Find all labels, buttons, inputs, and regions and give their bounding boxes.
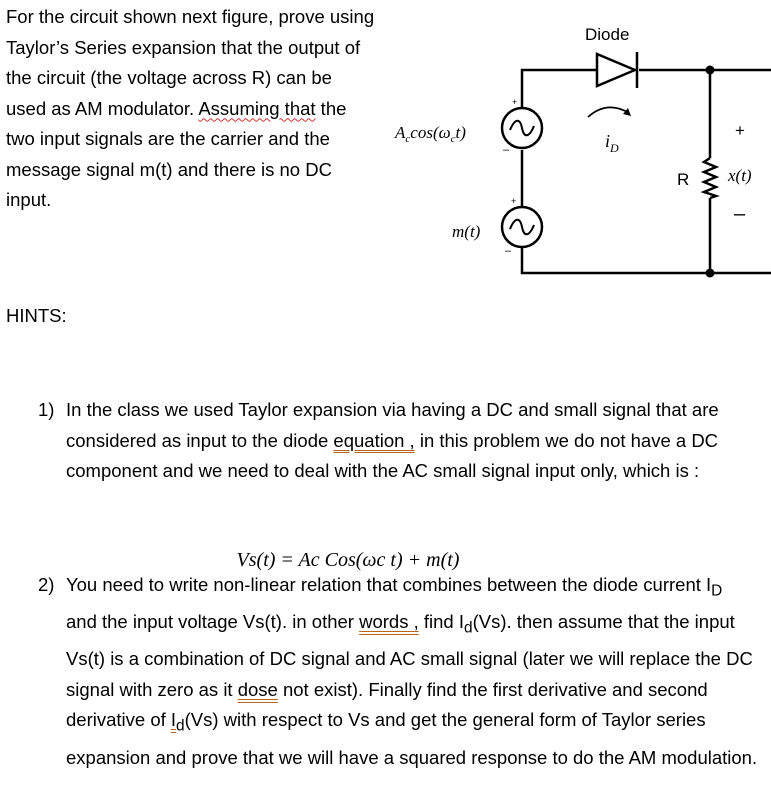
message-minus: –: [505, 245, 512, 257]
hint-2-text-b: and the input voltage Vs(t). in other: [66, 611, 360, 633]
problem-text: For the circuit shown next figure, prove…: [6, 2, 376, 216]
output-plus: +: [735, 121, 745, 140]
top-node: [705, 65, 715, 75]
output-minus: –: [734, 203, 746, 225]
hint-1-text-b: in this problem we do not have a DC comp…: [66, 429, 719, 482]
hint-2-text-d: (Vs). then assume that the input Vs(t) i…: [66, 611, 753, 700]
diode-symbol: [595, 52, 639, 88]
carrier-plus: +: [512, 97, 517, 107]
hint-2-text-a: You need to write non-linear relation th…: [66, 574, 712, 595]
hint-number: 1): [38, 399, 55, 420]
bottom-node: [705, 268, 715, 278]
hint-2-underlined-1: words ,: [359, 611, 419, 633]
signal-equation: Vs(t) = Ac Cos(ωc t) + m(t): [236, 549, 460, 571]
output-label: x(t): [727, 166, 752, 185]
hint-2-text-c: find I: [418, 611, 464, 633]
hint-2-sub-a: D: [711, 582, 723, 600]
problem-statement: For the circuit shown next figure, prove…: [6, 2, 376, 216]
hint-item-1: 1) In the class we used Taylor expansion…: [38, 395, 758, 571]
circuit-wires: [520, 68, 771, 275]
message-source: [500, 205, 544, 249]
hints-title: HINTS:: [6, 305, 67, 326]
hint-1-underlined: equation ,: [333, 429, 415, 451]
hint-2-sub-b: d: [463, 619, 473, 637]
hint-2-text-f: (Vs) with respect to Vs and get the gene…: [66, 709, 758, 768]
hints-list: 1) In the class we used Taylor expansion…: [38, 395, 758, 773]
resistor-label: R: [677, 170, 689, 189]
hint-item-2: 2) You need to write non-linear relation…: [38, 570, 758, 773]
problem-text-part-b: the two input signals are the carrier an…: [6, 97, 347, 211]
resistor-symbol: [700, 156, 720, 200]
carrier-label: Accos(ωct): [394, 123, 466, 145]
hint-1-text-a: In the class we used Taylor expansion vi…: [66, 399, 719, 451]
message-label: m(t): [452, 222, 481, 241]
current-arrow: [587, 106, 631, 118]
hint-2-text-e: not exist). Finally find the first deriv…: [66, 678, 708, 731]
problem-text-part-a: For the circuit shown next figure, prove…: [6, 6, 375, 119]
hint-number: 2): [38, 574, 55, 595]
diode-label: Diode: [585, 25, 629, 44]
message-plus: +: [511, 196, 516, 206]
carrier-minus: –: [503, 144, 510, 156]
hint-2-underlined-2: dose: [237, 678, 278, 700]
carrier-source: [500, 106, 544, 150]
circuit-diagram: Diode + – Accos(ωct) + – m(t) iD R + x(t…: [394, 25, 771, 278]
hint-2-underlined-3: Id: [170, 709, 185, 736]
current-label: iD: [605, 131, 619, 155]
problem-underlined-text: Assuming that: [198, 97, 316, 119]
